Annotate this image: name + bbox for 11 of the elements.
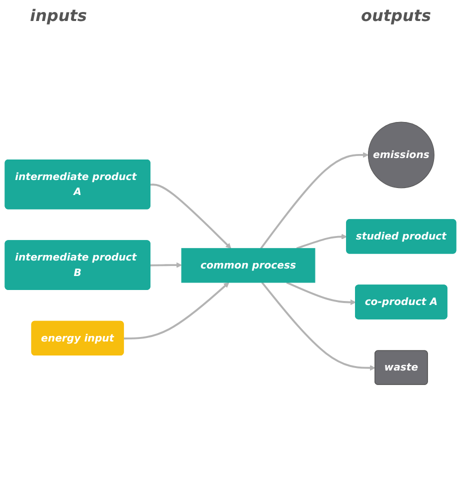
arrow bbox=[286, 281, 356, 305]
column-heading: outputs bbox=[360, 6, 431, 27]
arrow bbox=[261, 282, 376, 370]
arrow bbox=[150, 262, 182, 268]
node-circle: emissions bbox=[368, 121, 434, 188]
arrow bbox=[296, 234, 347, 249]
arrow bbox=[150, 183, 232, 248]
column-heading: inputs bbox=[30, 6, 87, 27]
node-box: common process bbox=[181, 248, 316, 282]
arrow bbox=[124, 282, 230, 340]
arrow bbox=[260, 152, 369, 249]
